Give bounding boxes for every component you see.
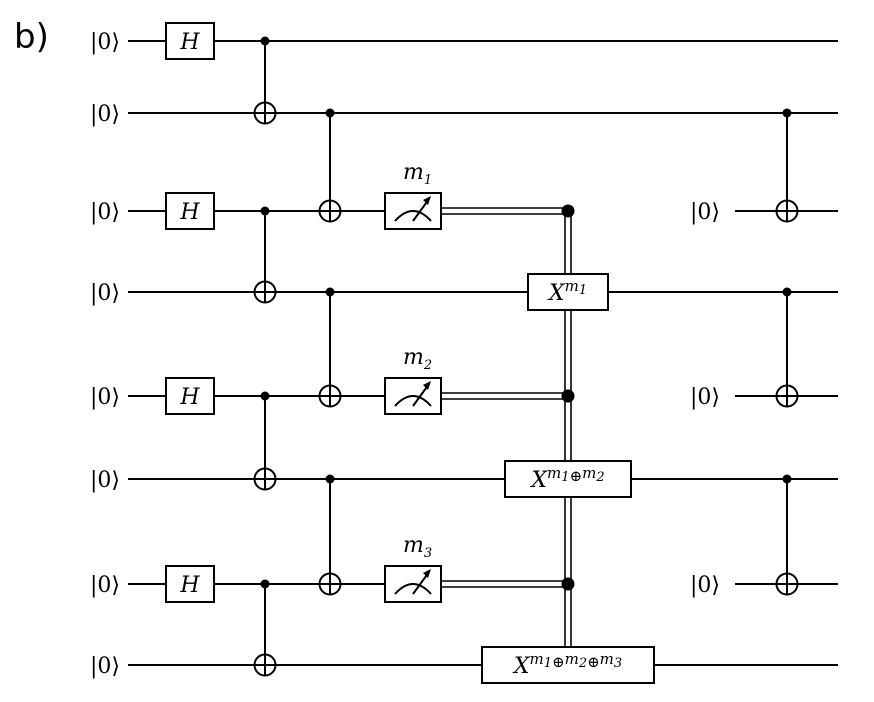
correction-gate-sup-sub: 2: [595, 470, 604, 485]
measurement-label-base: m: [403, 533, 424, 558]
correction-gate-base: X: [547, 281, 566, 306]
cnot-q2-q3-final-control: [782, 108, 792, 118]
cnot-q5-q6-target: [253, 467, 277, 491]
correction-gate-sup-base: m: [565, 277, 579, 295]
ket-label-q1: |0⟩: [90, 30, 120, 55]
hadamard-gate-1: [165, 22, 215, 60]
ket-label-reset-q5: |0⟩: [690, 385, 720, 410]
cnot-q3-q4-target: [253, 280, 277, 304]
classical-control-3: [561, 577, 575, 591]
qubit-wires: [128, 40, 838, 666]
oplus-symbol: ⊕: [570, 467, 583, 485]
meter-arc-1: [394, 210, 432, 222]
ket-label-q6: |0⟩: [90, 468, 120, 493]
correction-gate-sup-base: m: [529, 650, 543, 668]
ket-label-q5: |0⟩: [90, 385, 120, 410]
oplus-symbol: ⊕: [587, 653, 600, 671]
meter-arrow-3: [423, 569, 431, 578]
oplus-symbol: ⊕: [552, 653, 565, 671]
hadamard-gate-label-4: H: [179, 573, 200, 598]
cnot-q4-q5-control: [325, 287, 335, 297]
hadamard-gate-label-1: H: [179, 30, 200, 55]
panel-label: b): [14, 17, 49, 57]
ket-label-q7: |0⟩: [90, 573, 120, 598]
correction-gate-sup-sub: 2: [578, 656, 587, 671]
correction-gate-sup-sub: 1: [579, 283, 587, 298]
measurement-label-1: m1: [403, 160, 432, 188]
correction-gate-3: [481, 646, 655, 684]
cnot-q4-q5-final-control: [782, 287, 792, 297]
correction-gate-2: [504, 460, 632, 498]
meter-arrow-1: [423, 196, 431, 205]
meter-arc-2: [394, 395, 432, 407]
meter-arrow-2: [423, 381, 431, 390]
meter-arc-3: [394, 583, 432, 595]
correction-gate-label-1: Xm1: [547, 277, 587, 306]
cnot-q4-q5-final-target: [775, 384, 799, 408]
cnot-q7-q8-target: [253, 653, 277, 677]
cnot-q4-q5-target: [318, 384, 342, 408]
ket-label-reset-q3: |0⟩: [690, 200, 720, 225]
ket-label-q4: |0⟩: [90, 281, 120, 306]
correction-gate-sup-sub: 3: [614, 656, 622, 671]
cnot-q3-q4-control: [260, 206, 270, 216]
correction-gate-sup-base: m: [600, 650, 614, 668]
hadamard-gate-2: [165, 192, 215, 230]
cnot-q2-q3-final-target: [775, 199, 799, 223]
ket-label-q3: |0⟩: [90, 200, 120, 225]
hadamard-gate-label-2: H: [179, 200, 200, 225]
ket-label-q2: |0⟩: [90, 102, 120, 127]
correction-gate-sup-base: m: [582, 464, 596, 482]
cnot-q6-q7-target: [318, 572, 342, 596]
hadamard-gate-label-3: H: [179, 385, 200, 410]
ket-labels: |0⟩ |0⟩ |0⟩ |0⟩ |0⟩ |0⟩ |0⟩ |0⟩ |0⟩ |0⟩ |0⟩: [90, 30, 720, 679]
correction-gate-label-2: Xm1⊕m2: [529, 464, 604, 493]
measurement-label-base: m: [403, 345, 424, 370]
cnot-q2-q3-control: [325, 108, 335, 118]
correction-gate-label-3: Xm1⊕m2⊕m3: [512, 650, 622, 679]
cnot-q6-q7-control: [325, 474, 335, 484]
ket-label-reset-q7: |0⟩: [690, 573, 720, 598]
correction-gate-base: X: [529, 468, 548, 493]
cnot-q6-q7-final-target: [775, 572, 799, 596]
correction-gate-sup-base: m: [565, 650, 579, 668]
classical-control-1: [561, 204, 575, 218]
correction-gate-sup-sub: 1: [561, 470, 569, 485]
correction-gate-sup-base: m: [547, 464, 561, 482]
measurement-label-sub: 3: [424, 546, 432, 561]
cnot-q7-q8-control: [260, 579, 270, 589]
measurement-label-3: m3: [403, 533, 432, 561]
correction-gate-1: [527, 273, 609, 311]
cnot-q2-q3-target: [318, 199, 342, 223]
measurement-label-sub: 2: [423, 358, 432, 373]
cnot-q5-q6-control: [260, 391, 270, 401]
cnot-q1-q2-target: [253, 101, 277, 125]
correction-gate-sup-sub: 1: [544, 656, 552, 671]
measurement-label-2: m2: [403, 345, 432, 373]
hadamard-gate-4: [165, 565, 215, 603]
measurement-label-sub: 1: [424, 173, 432, 188]
correction-gate-base: X: [512, 654, 531, 679]
classical-control-2: [561, 389, 575, 403]
ket-label-q8: |0⟩: [90, 654, 120, 679]
measurement-label-base: m: [403, 160, 424, 185]
cnot-q1-q2-control: [260, 36, 270, 46]
cnot-q6-q7-final-control: [782, 474, 792, 484]
hadamard-gate-3: [165, 377, 215, 415]
